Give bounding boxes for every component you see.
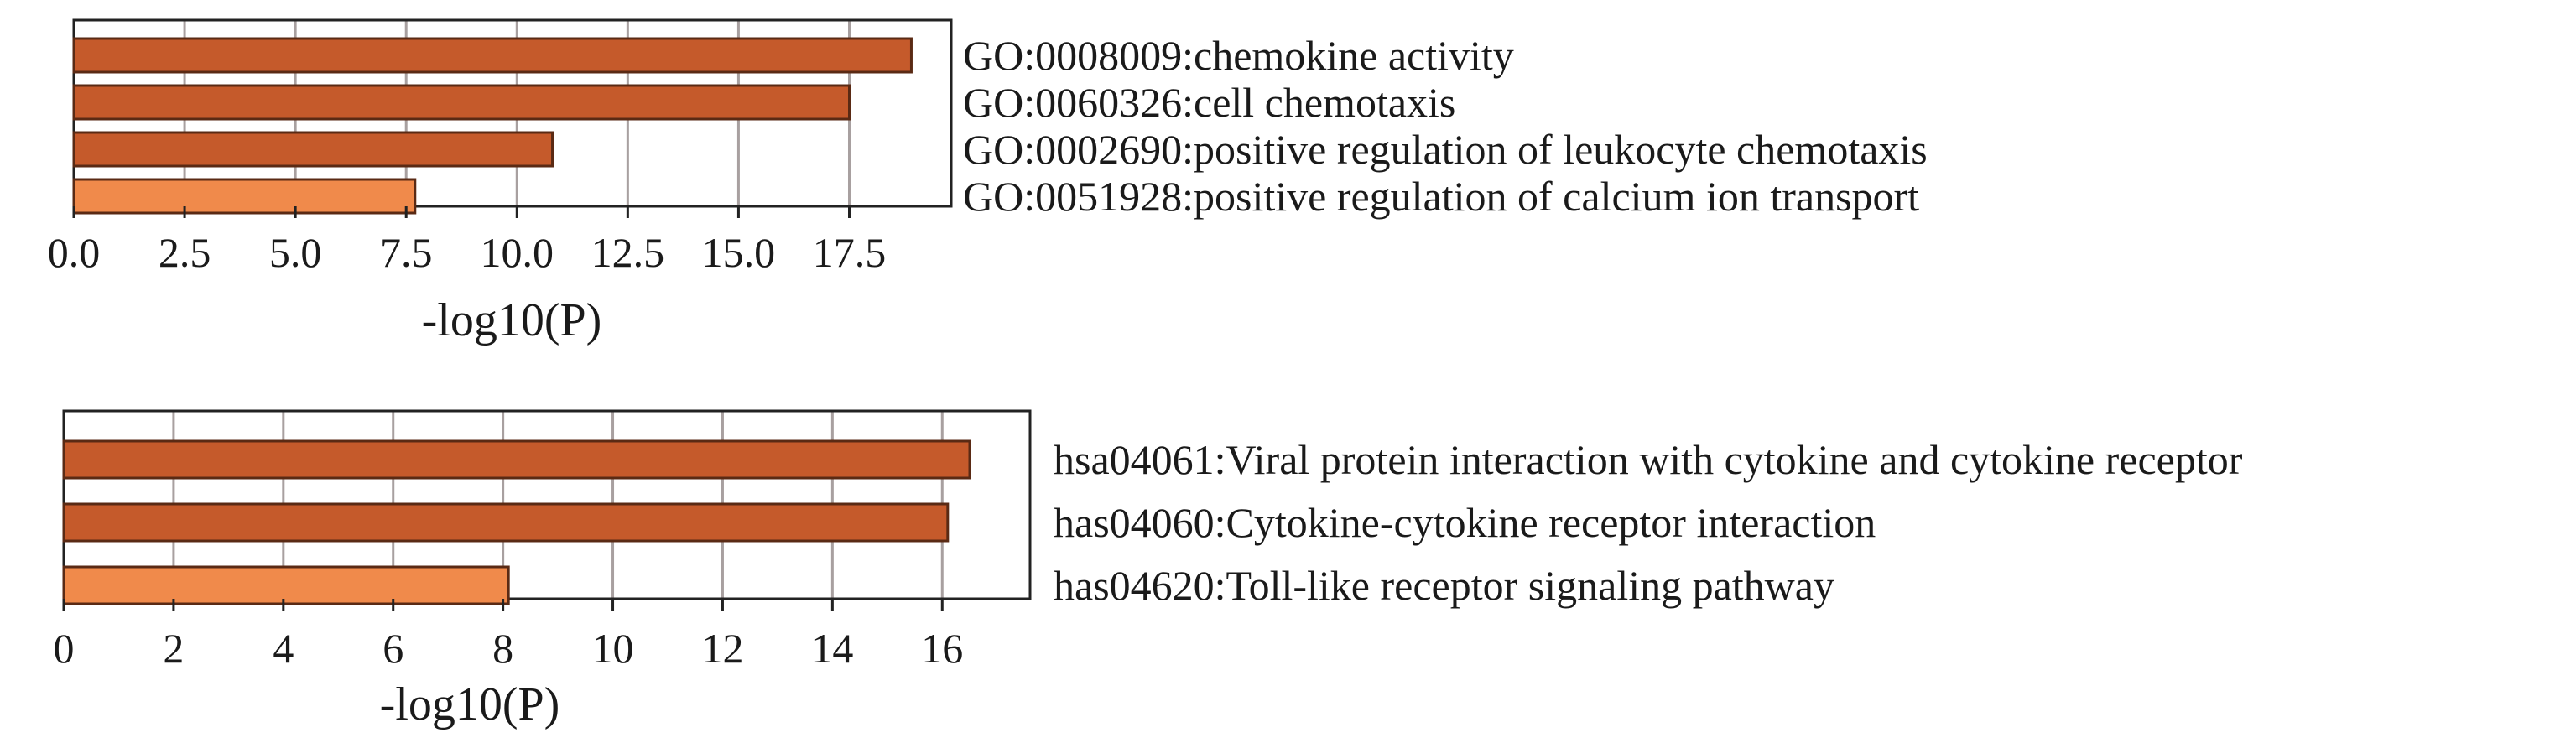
- chart2-x-tick-label: 2: [163, 625, 184, 672]
- chart2-x-tick-label: 10: [592, 625, 634, 672]
- chart1-category-label: GO:0051928:positive regulation of calciu…: [963, 173, 1919, 220]
- chart1-x-tick-label: 17.5: [813, 229, 887, 276]
- chart2-x-axis-title: -log10(P): [380, 678, 560, 730]
- chart1-x-tick-label: 15.0: [702, 229, 776, 276]
- chart2-bar: [62, 502, 950, 543]
- chart1-x-axis-title: -log10(P): [422, 294, 602, 346]
- chart1-x-tick-label: 0.0: [48, 229, 101, 276]
- chart1-x-tick-label: 7.5: [380, 229, 433, 276]
- chart2-category-label: has04620:Toll-like receptor signaling pa…: [1054, 562, 1834, 609]
- chart2-x-tick-label: 16: [921, 625, 963, 672]
- chart2-bar: [62, 439, 971, 480]
- chart2-x-tick-label: 8: [492, 625, 513, 672]
- chart2-category-label: has04060:Cytokine-cytokine receptor inte…: [1054, 499, 1876, 546]
- chart2-x-tick-label: 4: [273, 625, 294, 672]
- chart2-x-tick-label: 6: [382, 625, 403, 672]
- chart1-x-tick-label: 5.0: [269, 229, 322, 276]
- chart1-x-tick-label: 10.0: [481, 229, 554, 276]
- chart2-bar: [62, 565, 510, 605]
- chart1-bar: [72, 178, 417, 215]
- chart1-bar: [72, 37, 913, 74]
- chart1-category-label: GO:0008009:chemokine activity: [963, 32, 1514, 79]
- chart1-bar: [72, 131, 554, 168]
- chart1-bar: [72, 84, 851, 121]
- chart1-x-tick-label: 2.5: [159, 229, 211, 276]
- chart2-x-tick-label: 14: [811, 625, 853, 672]
- chart2-x-tick-label: 0: [54, 625, 75, 672]
- chart2-category-label: hsa04061:Viral protein interaction with …: [1054, 436, 2243, 483]
- chart1-x-tick-label: 12.5: [591, 229, 665, 276]
- chart2-x-tick-label: 12: [701, 625, 743, 672]
- chart1-category-label: GO:0060326:cell chemotaxis: [963, 79, 1455, 126]
- chart1-category-label: GO:0002690:positive regulation of leukoc…: [963, 126, 1928, 173]
